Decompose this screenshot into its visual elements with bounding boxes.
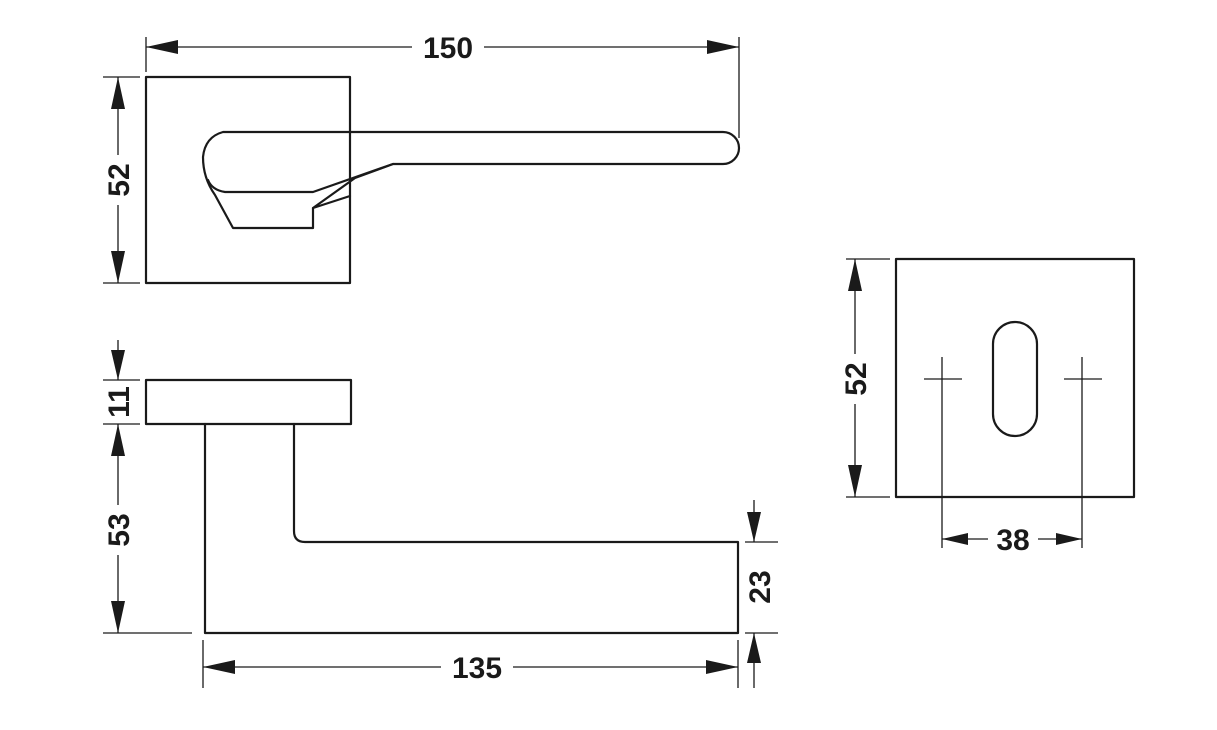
side-lever-outline xyxy=(203,422,740,635)
dimension-side-height: 53 xyxy=(100,424,192,634)
dimension-side-lever-thickness: 23 xyxy=(744,500,778,688)
keyplate-outline xyxy=(894,257,1136,499)
keyhole xyxy=(991,320,1039,438)
screw-center-right xyxy=(1064,357,1102,548)
top-lever-edge xyxy=(206,162,395,194)
dim-label-top-width: 150 xyxy=(423,32,473,65)
side-view xyxy=(144,378,740,635)
dimension-top-height: 52 xyxy=(100,76,140,284)
dimension-side-rose-thickness: 11 xyxy=(103,340,140,425)
dim-label-top-height: 52 xyxy=(103,163,136,196)
dim-label-side-length: 135 xyxy=(452,652,502,685)
screw-center-left xyxy=(924,357,962,548)
top-lever-outline xyxy=(201,130,741,230)
keyplate-view xyxy=(894,257,1136,548)
dim-label-side-lever-thickness: 23 xyxy=(744,570,777,603)
dimension-keyplate-height: 52 xyxy=(838,258,890,498)
top-rose-outline xyxy=(144,75,352,285)
dim-label-keyplate-spacing: 38 xyxy=(996,524,1029,557)
dim-label-keyplate-height: 52 xyxy=(840,362,873,395)
dim-label-side-height: 53 xyxy=(103,513,136,546)
dimension-keyplate-spacing: 38 xyxy=(942,521,1082,557)
top-lever-neck xyxy=(311,194,352,210)
side-rose-outline xyxy=(144,378,353,426)
dimension-top-width: 150 xyxy=(145,28,740,138)
top-view xyxy=(144,75,741,285)
dim-label-side-rose-thickness: 11 xyxy=(103,386,136,418)
dimension-side-length: 135 xyxy=(202,640,739,688)
